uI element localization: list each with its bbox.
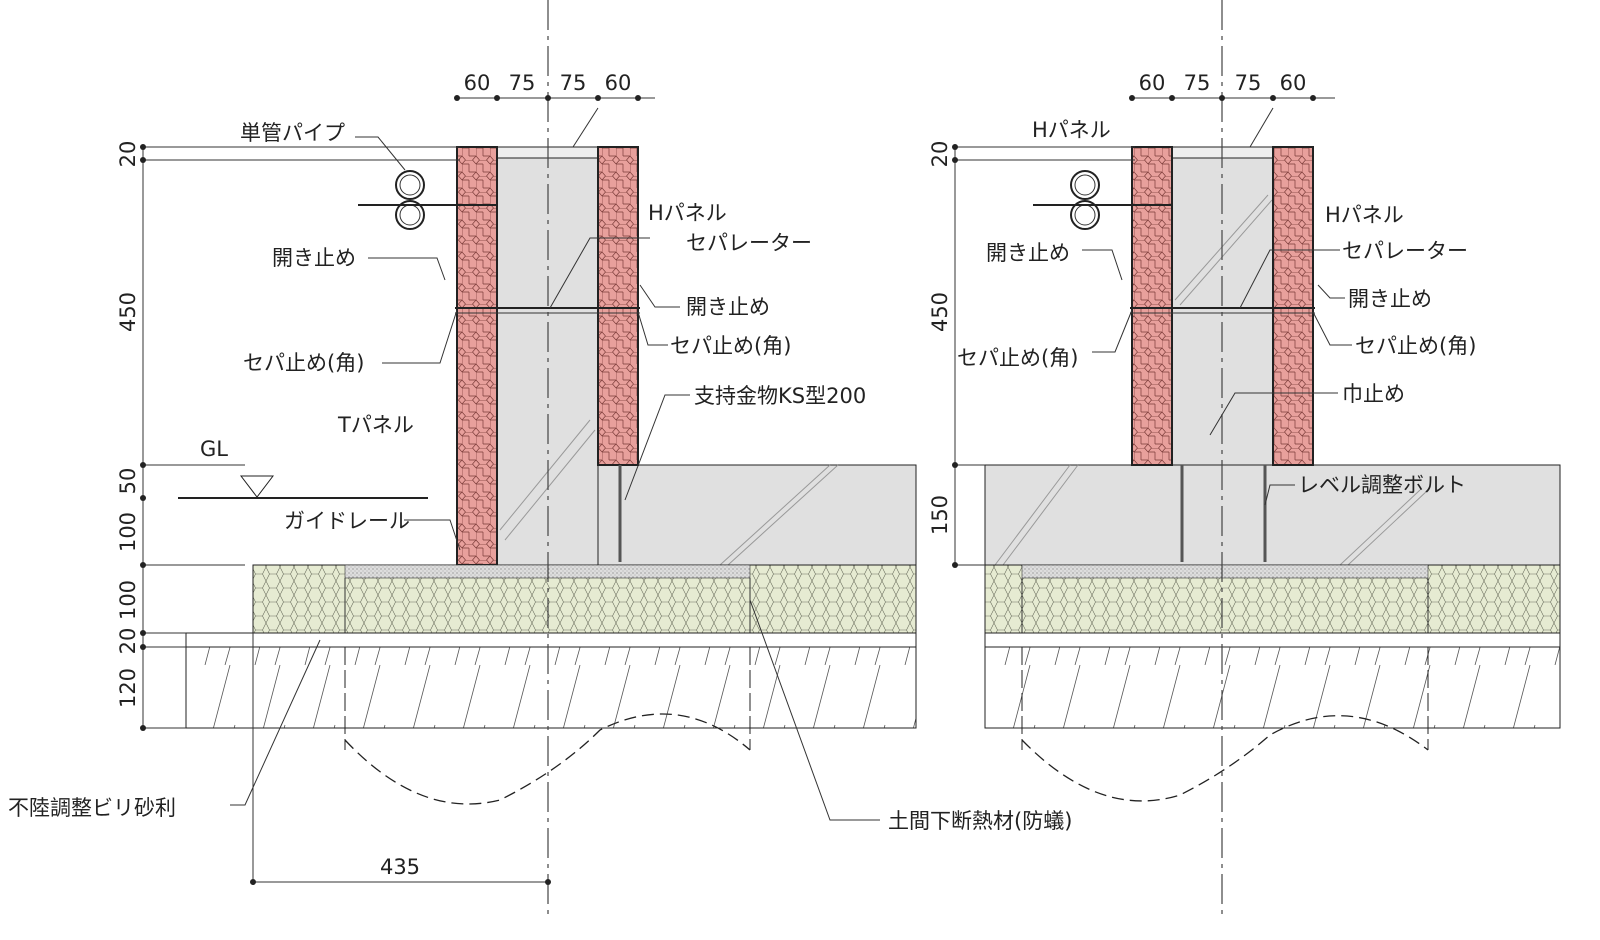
floor-slab xyxy=(984,464,1561,566)
dim-side: 120 xyxy=(116,668,140,708)
label-insulation: 土間下断熱材(防蟻) xyxy=(888,809,1072,833)
dim-side: 100 xyxy=(116,512,140,552)
label-gl: GL xyxy=(200,437,228,461)
dim-side: 20 xyxy=(928,141,952,168)
dim-side: 20 xyxy=(116,141,140,168)
label-separator: セパレーター xyxy=(686,231,812,255)
label-open-stop: 開き止め xyxy=(686,295,770,319)
dim-top: 60 xyxy=(464,71,491,95)
label-single-pipe: 単管パイプ xyxy=(240,121,345,145)
dim-top: 75 xyxy=(560,71,587,95)
dim-top: 60 xyxy=(1139,71,1166,95)
label-t-panel: Tパネル xyxy=(337,413,414,437)
dim-top: 75 xyxy=(1184,71,1211,95)
label-open-stop: 開き止め xyxy=(986,241,1070,265)
label-sepa-stop: セパ止め(角) xyxy=(1355,334,1476,358)
label-level-bolt: レベル調整ボルト xyxy=(1298,473,1466,497)
gravel-bed xyxy=(185,632,917,729)
h-panel xyxy=(1272,146,1314,466)
label-open-stop: 開き止め xyxy=(1348,287,1432,311)
dim-side: 20 xyxy=(116,628,140,655)
dim-top: 75 xyxy=(1235,71,1262,95)
left-section: 60 75 75 60 20 450 50 100 100 20 120 435… xyxy=(8,0,1072,915)
dim-top: 60 xyxy=(605,71,632,95)
dim-side: 450 xyxy=(928,292,952,332)
dim-top: 60 xyxy=(1280,71,1307,95)
label-h-panel: Hパネル xyxy=(1325,203,1404,227)
right-section: 60 75 75 60 20 450 150 Hパネル 開き止め セパ止め(角)… xyxy=(928,0,1561,915)
dim-top: 75 xyxy=(509,71,536,95)
dim-side: 50 xyxy=(116,468,140,495)
label-gravel: 不陸調整ビリ砂利 xyxy=(8,796,176,820)
label-sepa-stop: セパ止め(角) xyxy=(957,346,1078,370)
h-panel xyxy=(1131,146,1173,466)
label-separator: セパレーター xyxy=(1342,239,1468,263)
dim-side: 150 xyxy=(928,495,952,535)
h-panel xyxy=(597,146,639,466)
label-h-panel: Hパネル xyxy=(648,201,727,225)
dim-side: 450 xyxy=(116,292,140,332)
label-support-bracket: 支持金物KS型200 xyxy=(694,384,866,408)
dim-side: 100 xyxy=(116,580,140,620)
label-sepa-stop: セパ止め(角) xyxy=(670,334,791,358)
dim-bottom: 435 xyxy=(380,855,420,879)
floor-slab xyxy=(597,464,917,566)
label-sepa-stop: セパ止め(角) xyxy=(243,351,364,375)
gl-marker-icon xyxy=(239,475,275,498)
label-h-panel: Hパネル xyxy=(1032,118,1111,142)
label-guide-rail: ガイドレール xyxy=(284,509,410,533)
label-width-stop: 巾止め xyxy=(1342,382,1405,406)
label-open-stop: 開き止め xyxy=(272,246,356,270)
t-panel xyxy=(456,146,498,566)
